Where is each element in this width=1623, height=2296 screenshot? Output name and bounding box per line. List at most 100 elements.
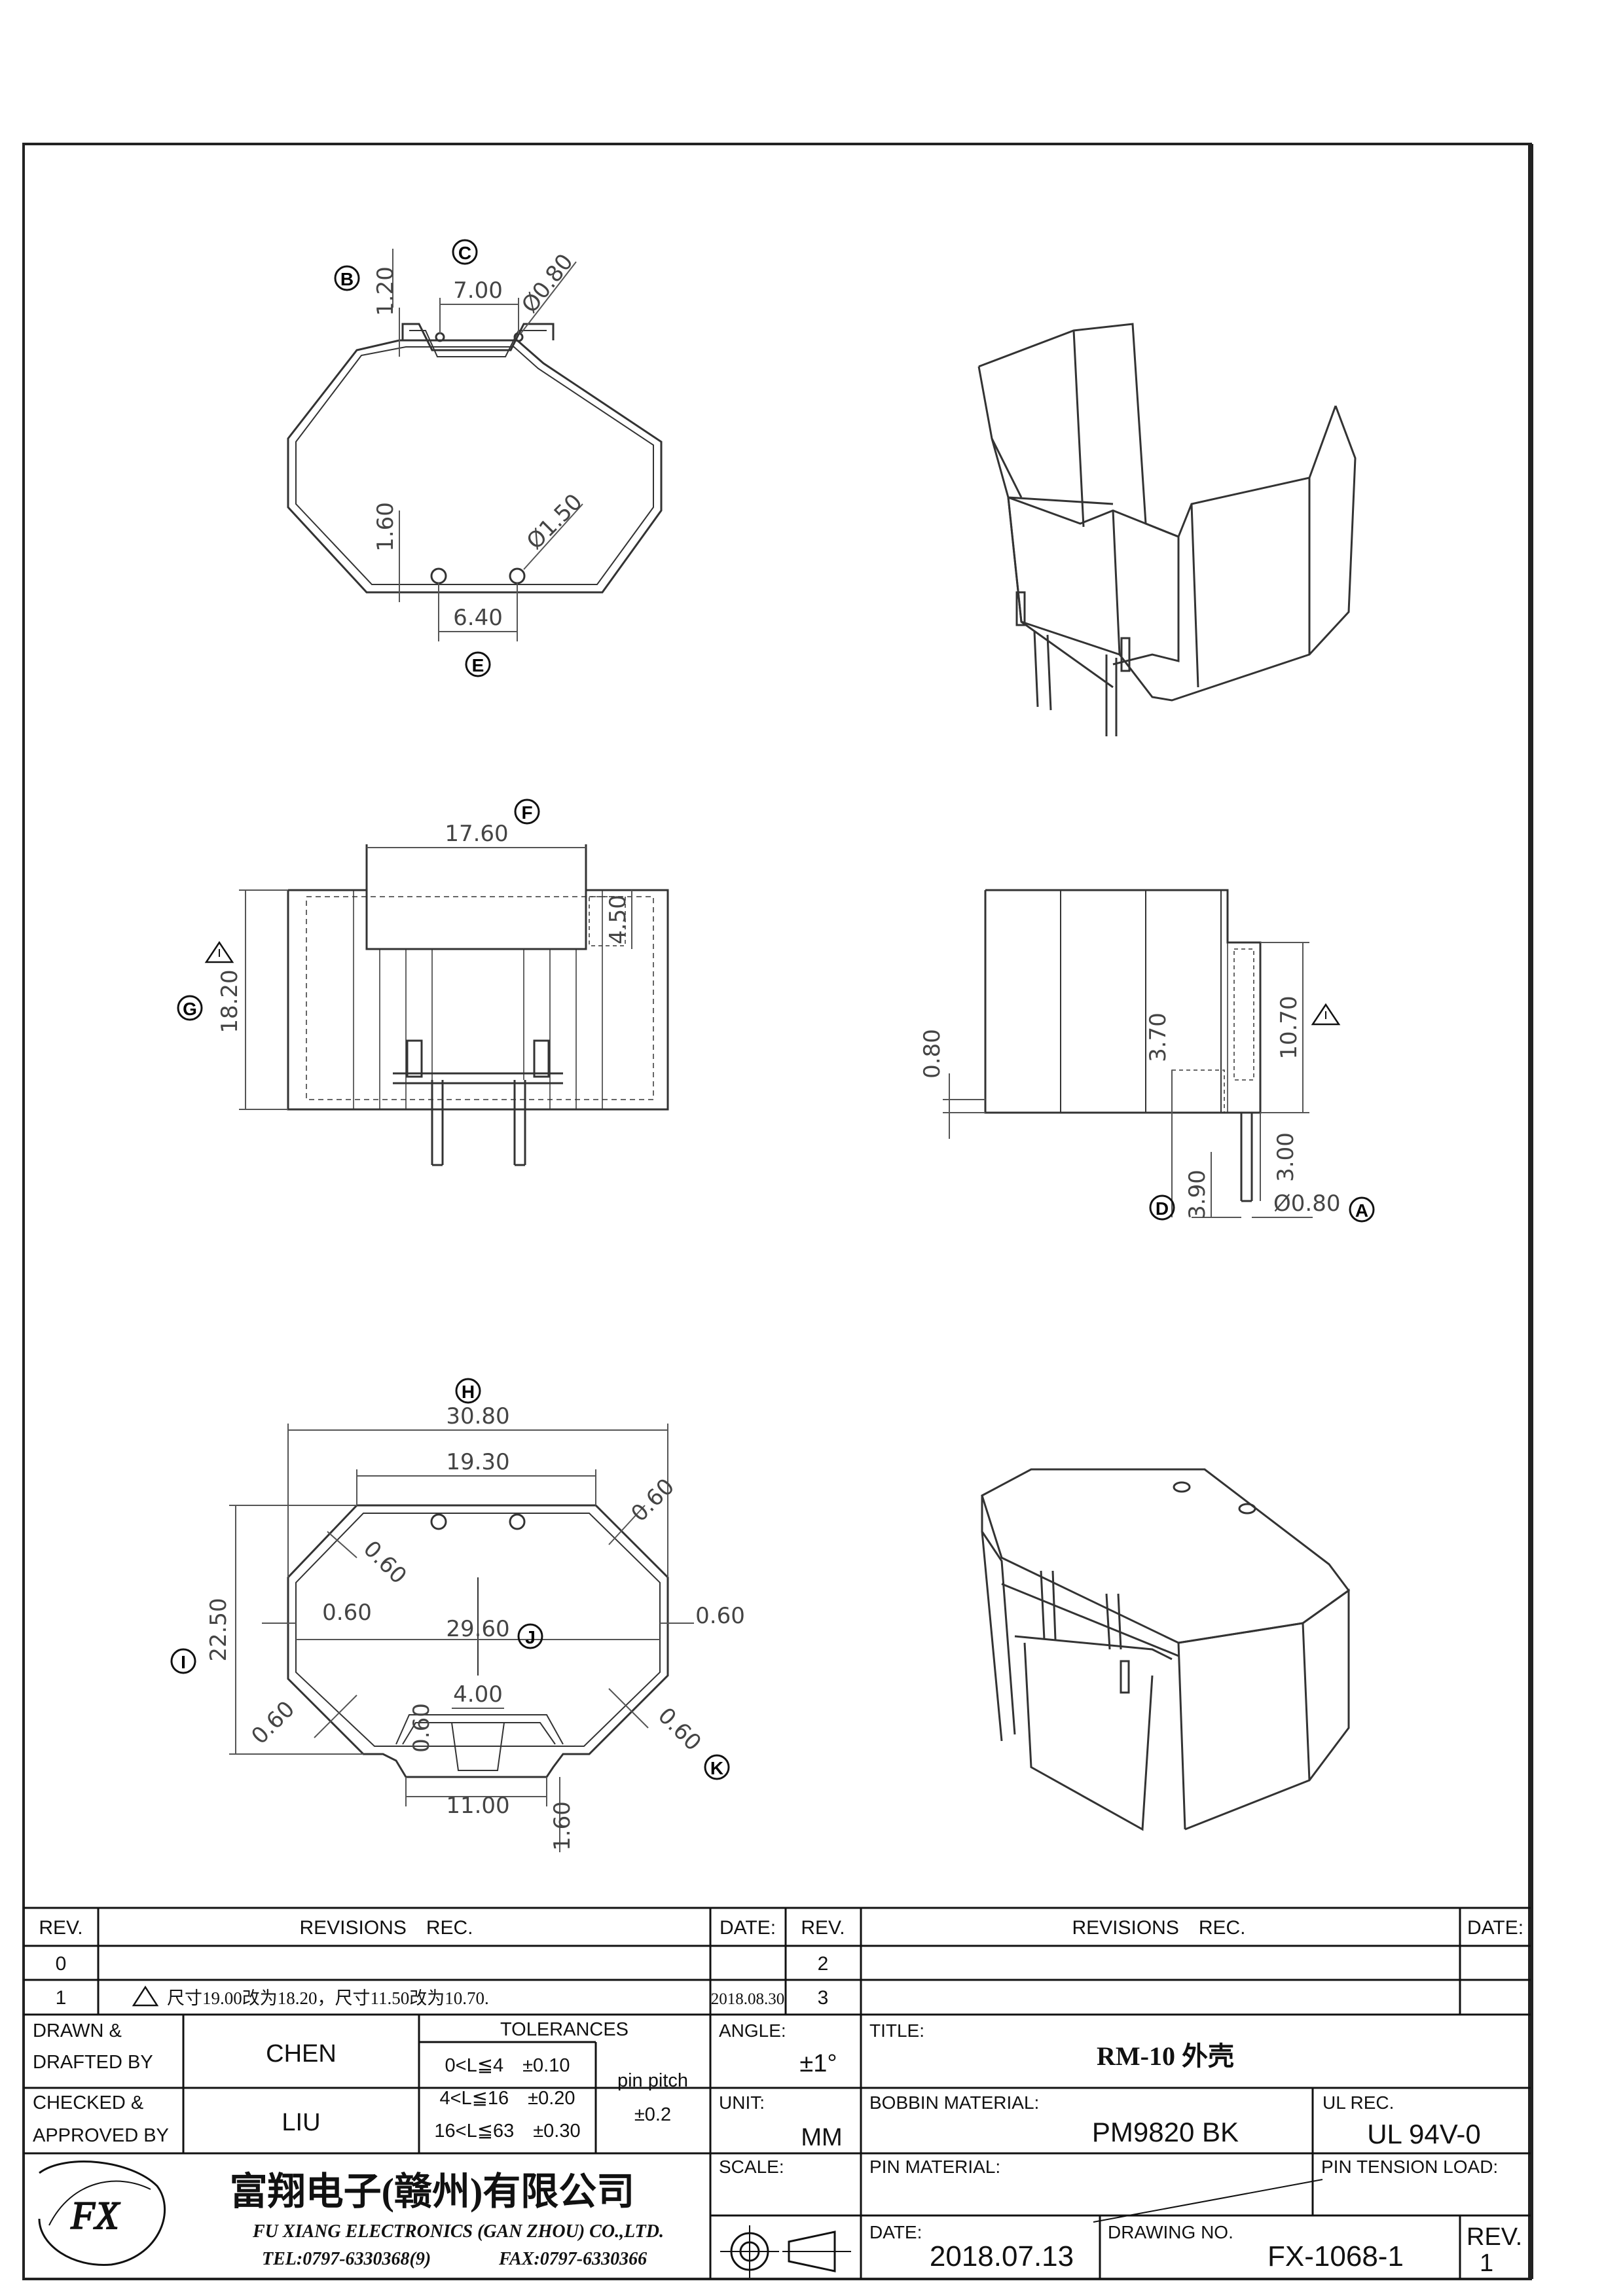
marker-j: J [517, 1623, 543, 1649]
svg-text:J: J [525, 1627, 536, 1647]
revision-triangle-row [132, 1985, 159, 2007]
company-tel: TEL:0797-6330368(9) [262, 2249, 431, 2269]
dim-front-3: 18.20 [217, 969, 243, 1033]
tolerances-label: TOLERANCES [500, 2019, 629, 2040]
logo-text: FX [70, 2194, 120, 2237]
dim-side-6: Ø0.80 [1273, 1191, 1340, 1217]
rev-right-3: 3 [818, 1987, 829, 2009]
bobbin-material-value: PM9820 BK [1092, 2117, 1239, 2147]
angle-label: ANGLE: [719, 2020, 786, 2041]
dim-bottom-5: 0.60 [322, 1600, 372, 1626]
dim-front-1: 17.60 [445, 821, 508, 847]
pin-pitch-label: pin pitch [617, 2070, 688, 2091]
iso-view-bottom [981, 1468, 1351, 1831]
bottom-view-dims [229, 1424, 694, 1852]
revisions-header-right: REVISIONS REC. [1072, 1917, 1245, 1939]
pin-material-label: PIN MATERIAL: [869, 2157, 1000, 2177]
marker-b: B [334, 265, 360, 291]
rev-row-1-date: 2018.08.30 [711, 1990, 785, 2008]
svg-text:A: A [1355, 1200, 1368, 1221]
dim-bottom-13: 11.00 [446, 1793, 509, 1819]
dim-side-1: 10.70 [1276, 996, 1302, 1059]
drawn-label-1: DRAWN & [33, 2020, 122, 2041]
dim-bottom-6: 0.60 [695, 1603, 745, 1629]
revision-triangle-side [1311, 1003, 1341, 1026]
checked-label-1: CHECKED & [33, 2092, 143, 2113]
title-label: TITLE: [869, 2020, 924, 2041]
rev-label: REV. [1467, 2223, 1522, 2251]
rev-row-0: 0 [56, 1953, 67, 1975]
revision-triangle-front [204, 941, 234, 963]
title-block [24, 1907, 1531, 2279]
side-view-dims [943, 942, 1313, 1218]
dim-bottom-10: 0.60 [409, 1703, 435, 1753]
dim-side-3: 0.80 [919, 1029, 945, 1079]
dim-top-6: 6.40 [453, 605, 503, 631]
tol-row-1: 0<L≦4 ±0.10 [445, 2055, 570, 2076]
company-cn: 富翔电子(赣州)有限公司 [230, 2170, 635, 2213]
projection-symbol-icon [720, 2225, 851, 2278]
svg-text:F: F [521, 802, 532, 823]
marker-a: A [1349, 1196, 1375, 1223]
dim-front-2: 4.50 [605, 895, 631, 944]
bobbin-material-label: BOBBIN MATERIAL: [869, 2092, 1039, 2113]
company-en: FU XIANG ELECTRONICS (GAN ZHOU) CO.,LTD. [252, 2221, 664, 2242]
rev-row-1: 1 [56, 1987, 67, 2009]
svg-text:K: K [710, 1758, 723, 1778]
pin-pitch-value: ±0.2 [634, 2104, 671, 2125]
rev-row-1-text: 尺寸19.00改为18.20，尺寸11.50改为10.70. [167, 1988, 489, 2008]
marker-k: K [704, 1754, 730, 1780]
date-value: 2018.07.13 [930, 2240, 1074, 2272]
marker-c: C [452, 239, 478, 265]
dim-side-5: 3.90 [1184, 1170, 1211, 1219]
dim-top-1: 1.20 [373, 266, 399, 316]
title-block-text: REV. REVISIONS REC. DATE: REV. REVISIONS… [33, 1917, 1523, 2278]
scale-label: SCALE: [719, 2157, 784, 2177]
dim-bottom-7: 29.60 [446, 1616, 509, 1642]
ul-rec-label: UL REC. [1322, 2092, 1394, 2113]
angle-value: ±1° [799, 2050, 837, 2077]
marker-g: G [177, 995, 203, 1021]
date-label: DATE: [869, 2222, 922, 2242]
svg-text:C: C [458, 243, 471, 263]
rev-value: 1 [1480, 2250, 1493, 2277]
dim-bottom-2: 19.30 [446, 1449, 509, 1475]
drawn-value: CHEN [266, 2040, 337, 2068]
tol-row-2: 4<L≦16 ±0.20 [439, 2088, 575, 2109]
iso-view-top [977, 323, 1357, 736]
rev-right-2: 2 [818, 1953, 829, 1975]
drawn-label-2: DRAFTED BY [33, 2052, 153, 2073]
dim-side-2: 3.70 [1145, 1013, 1171, 1062]
dim-bottom-1: 30.80 [446, 1403, 509, 1429]
rev-header-right: REV. [801, 1917, 845, 1939]
title-value: RM-10 外壳 [1097, 2041, 1234, 2071]
company-logo: FX [38, 2161, 166, 2266]
svg-text:B: B [340, 269, 354, 289]
rev-header: REV. [39, 1917, 82, 1939]
svg-text:H: H [462, 1382, 475, 1402]
ul-rec-value: UL 94V-0 [1367, 2119, 1481, 2149]
front-view [287, 844, 669, 1166]
svg-text:I: I [181, 1652, 186, 1672]
dim-side-4: 3.00 [1273, 1132, 1299, 1182]
date-header-right: DATE: [1467, 1917, 1523, 1939]
unit-value: MM [801, 2124, 842, 2151]
pin-tension-label: PIN TENSION LOAD: [1321, 2157, 1498, 2177]
dim-bottom-8: 22.50 [206, 1598, 232, 1661]
front-view-dims [239, 847, 632, 1110]
marker-i: I [170, 1648, 196, 1674]
date-header: DATE: [720, 1917, 776, 1939]
tol-row-3: 16<L≦63 ±0.30 [434, 2121, 580, 2142]
marker-d: D [1149, 1194, 1175, 1221]
checked-value: LIU [282, 2109, 320, 2136]
drawing-no-label: DRAWING NO. [1108, 2222, 1233, 2242]
svg-text:E: E [472, 655, 484, 675]
revisions-header: REVISIONS REC. [299, 1917, 473, 1939]
svg-text:D: D [1156, 1198, 1169, 1219]
svg-text:G: G [183, 999, 197, 1019]
marker-f: F [514, 798, 540, 825]
marker-e: E [465, 651, 491, 677]
dim-bottom-14: 1.60 [549, 1801, 575, 1851]
drawing-no-value: FX-1068-1 [1267, 2240, 1404, 2272]
